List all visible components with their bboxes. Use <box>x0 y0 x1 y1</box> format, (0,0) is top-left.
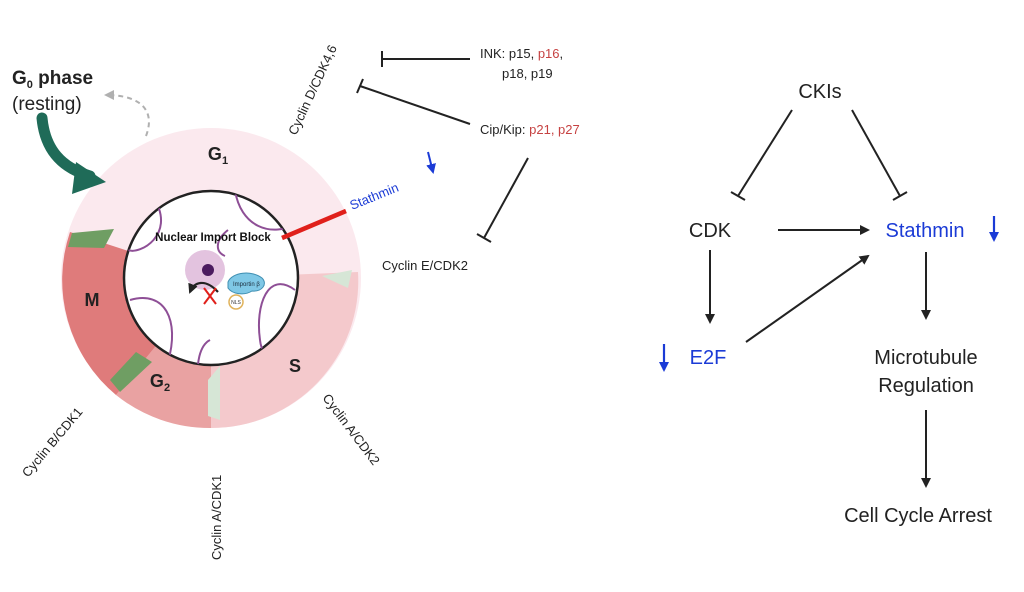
g0-resting-label: (resting) <box>12 94 82 115</box>
g1-label: G1 <box>208 144 228 167</box>
stathmin-left-label: Stathmin <box>348 180 401 213</box>
cyclin-a-cdk1-label: Cyclin A/CDK1 <box>209 475 224 560</box>
e2f-node: E2F <box>690 347 727 369</box>
transition-wedge-s <box>322 270 352 288</box>
cyclin-b-cdk1-label: Cyclin B/CDK1 <box>19 404 86 479</box>
transition-wedge-m <box>68 229 114 248</box>
nls-icon <box>228 294 244 310</box>
cyclin-a-cdk2-label: Cyclin A/CDK2 <box>320 391 383 468</box>
g2-label: G2 <box>150 371 170 394</box>
cyclin-d-label: Cyclin D/CDK4,6 <box>285 43 340 138</box>
stathmin-block-line <box>281 208 347 241</box>
nucleolus-inner <box>202 264 214 276</box>
microtubule-node-line1: Microtubule <box>874 347 977 369</box>
transition-wedge-g2 <box>110 352 152 392</box>
cdk-node: CDK <box>689 220 732 242</box>
cell-cycle-arrest-node: Cell Cycle Arrest <box>844 505 992 527</box>
nls-label: NLS <box>231 300 241 306</box>
cyclin-e-label: Cyclin E/CDK2 <box>382 258 468 273</box>
importin-icon <box>227 272 265 295</box>
ink-label: INK: p15, p16, <box>480 46 563 61</box>
g0-return-arrow <box>104 90 150 137</box>
m-label: M <box>85 290 100 310</box>
stathmin-left-down-arrow <box>426 151 436 174</box>
stathmin-node: Stathmin <box>886 220 965 242</box>
importin-label: Importin β <box>233 282 260 288</box>
g0-phase-label: G0 phase <box>12 68 93 91</box>
microtubule-node-line2: Regulation <box>878 375 974 397</box>
ckis-node: CKIs <box>798 81 841 103</box>
cip-kip-label: Cip/Kip: p21, p27 <box>480 122 580 137</box>
s-label: S <box>289 356 301 376</box>
pathway-diagram: CKIs CDK Stathmin E2F Microtubule Regula… <box>659 81 999 527</box>
transition-wedge-s2 <box>208 366 220 420</box>
nuclear-import-block-label: Nuclear Import Block <box>155 232 271 244</box>
ink-line2-label: p18, p19 <box>502 66 553 81</box>
left-inhibition-lines <box>356 51 529 243</box>
blocked-x-icon <box>203 287 217 305</box>
pathway-edges <box>705 109 931 488</box>
g0-entry-arrowhead <box>72 162 106 194</box>
cell-cycle-ring: Importin β NLS Nuclear Import Block <box>61 128 361 429</box>
